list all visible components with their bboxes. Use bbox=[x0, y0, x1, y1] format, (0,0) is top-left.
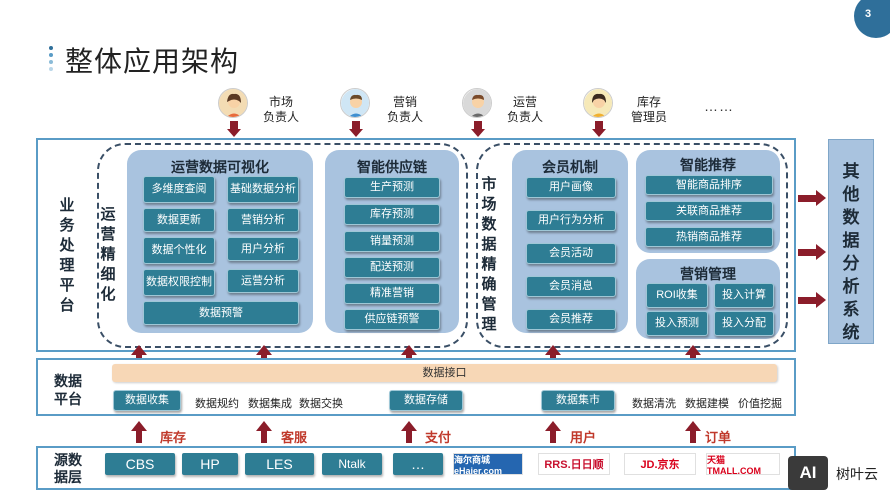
marketing-item[interactable]: ROI收集 bbox=[646, 283, 708, 308]
supply-item[interactable]: 生产预测 bbox=[344, 177, 440, 198]
member-item[interactable]: 会员消息 bbox=[526, 276, 616, 297]
ehaier-logo: 海尔商城 eHaier.com bbox=[453, 453, 523, 476]
up-arrow bbox=[131, 421, 147, 443]
recommend-item[interactable]: 热销商品推荐 bbox=[645, 227, 773, 247]
data-platform-text: 价值挖掘 bbox=[738, 398, 782, 410]
up-arrow bbox=[401, 421, 417, 443]
viz-item-wide[interactable]: 数据预警 bbox=[143, 301, 299, 325]
flow-label: 库存 bbox=[160, 430, 187, 445]
page-number: 3 bbox=[865, 8, 872, 20]
role-arrow bbox=[471, 121, 485, 137]
other-systems-label: 其他数据分析系统 bbox=[842, 162, 860, 342]
flow-label: 订单 bbox=[705, 430, 732, 445]
jd-logo: JD.京东 bbox=[624, 453, 696, 475]
role-arrow bbox=[227, 121, 241, 137]
page-number-badge: 3 bbox=[854, 0, 890, 38]
viz-item[interactable]: 数据更新 bbox=[143, 208, 215, 232]
flow-label: 客服 bbox=[281, 430, 308, 445]
viz-item[interactable]: 数据个性化 bbox=[143, 237, 215, 264]
source-layer-label: 源数据层 bbox=[54, 452, 82, 485]
right-arrow bbox=[798, 244, 826, 260]
recommend-item[interactable]: 关联商品推荐 bbox=[645, 201, 773, 221]
supply-item[interactable]: 精准营销 bbox=[344, 283, 440, 304]
viz-item[interactable]: 用户分析 bbox=[227, 237, 299, 261]
supply-item[interactable]: 库存预测 bbox=[344, 204, 440, 225]
watermark-text: 树叶云 bbox=[836, 466, 878, 482]
supply-item[interactable]: 供应链预警 bbox=[344, 309, 440, 330]
right-arrow bbox=[798, 190, 826, 206]
data-platform-text: 数据集成 bbox=[248, 398, 292, 410]
up-arrow bbox=[685, 421, 701, 443]
role-label: 营销负责人 bbox=[386, 95, 423, 124]
member-title: 会员机制 bbox=[542, 159, 598, 175]
role-label: 库存管理员 bbox=[630, 95, 667, 124]
ops-group bbox=[97, 143, 468, 348]
market-group bbox=[476, 143, 788, 348]
female-avatar-icon bbox=[218, 88, 248, 118]
rrs-logo: RRS.日日顺 bbox=[538, 453, 610, 475]
viz-item[interactable]: 基础数据分析 bbox=[227, 176, 299, 203]
watermark-mark: AI bbox=[788, 456, 828, 490]
data-platform-text: 数据交换 bbox=[299, 398, 343, 410]
ops-label: 运营精细化 bbox=[100, 206, 116, 303]
title-decoration bbox=[49, 46, 55, 74]
member-item[interactable]: 用户行为分析 bbox=[526, 210, 616, 231]
role-label: 运营负责人 bbox=[506, 95, 543, 124]
supply-item[interactable]: 销量预测 bbox=[344, 231, 440, 252]
tmall-logo: 天猫 TMALL.COM bbox=[706, 453, 780, 476]
data-interface-bar: 数据接口 bbox=[112, 364, 777, 382]
member-item[interactable]: 会员推荐 bbox=[526, 309, 616, 330]
marketing-item[interactable]: 投入分配 bbox=[714, 311, 774, 336]
more-roles: …… bbox=[704, 98, 734, 114]
role-arrow bbox=[592, 121, 606, 137]
data-store-box[interactable]: 数据存储 bbox=[389, 390, 463, 411]
viz-item[interactable]: 运营分析 bbox=[227, 269, 299, 293]
data-platform-label: 数据平台 bbox=[54, 373, 82, 407]
recommend-title: 智能推荐 bbox=[680, 157, 736, 173]
data-mart-box[interactable]: 数据集市 bbox=[541, 390, 615, 411]
source-system[interactable]: LES bbox=[245, 453, 314, 475]
supply-item[interactable]: 配送预测 bbox=[344, 257, 440, 278]
data-collect-box[interactable]: 数据收集 bbox=[113, 390, 181, 411]
marketing-item[interactable]: 投入计算 bbox=[714, 283, 774, 308]
viz-item[interactable]: 数据权限控制 bbox=[143, 269, 215, 296]
viz-item[interactable]: 营销分析 bbox=[227, 208, 299, 232]
viz-title: 运营数据可视化 bbox=[171, 159, 269, 175]
supply-title: 智能供应链 bbox=[357, 159, 427, 175]
role-label: 市场负责人 bbox=[262, 95, 299, 124]
member-item[interactable]: 用户画像 bbox=[526, 177, 616, 198]
business-layer-label: 业务处理平台 bbox=[59, 197, 75, 314]
female-avatar-icon bbox=[583, 88, 613, 118]
up-arrow bbox=[256, 421, 272, 443]
data-platform-text: 数据建模 bbox=[685, 398, 729, 410]
member-item[interactable]: 会员活动 bbox=[526, 243, 616, 264]
source-system[interactable]: HP bbox=[182, 453, 238, 475]
source-system[interactable]: CBS bbox=[105, 453, 175, 475]
marketing-title: 营销管理 bbox=[680, 266, 736, 282]
role-arrow bbox=[349, 121, 363, 137]
data-platform-text: 数据规约 bbox=[195, 398, 239, 410]
flow-label: 用户 bbox=[570, 430, 597, 445]
market-label: 市场数据精确管理 bbox=[481, 176, 497, 333]
recommend-item[interactable]: 智能商品排序 bbox=[645, 175, 773, 195]
marketing-item[interactable]: 投入预测 bbox=[646, 311, 708, 336]
up-arrow bbox=[545, 421, 561, 443]
viz-item[interactable]: 多维度查阅 bbox=[143, 176, 215, 203]
page-title: 整体应用架构 bbox=[65, 46, 240, 77]
other-systems-box bbox=[828, 139, 874, 344]
source-system[interactable]: … bbox=[393, 453, 443, 475]
data-platform-text: 数据清洗 bbox=[632, 398, 676, 410]
male-avatar-icon bbox=[340, 88, 370, 118]
source-system[interactable]: Ntalk bbox=[322, 453, 382, 475]
flow-label: 支付 bbox=[425, 430, 452, 445]
right-arrow bbox=[798, 292, 826, 308]
male-avatar-icon bbox=[462, 88, 492, 118]
watermark-mark-text: AI bbox=[799, 463, 817, 482]
